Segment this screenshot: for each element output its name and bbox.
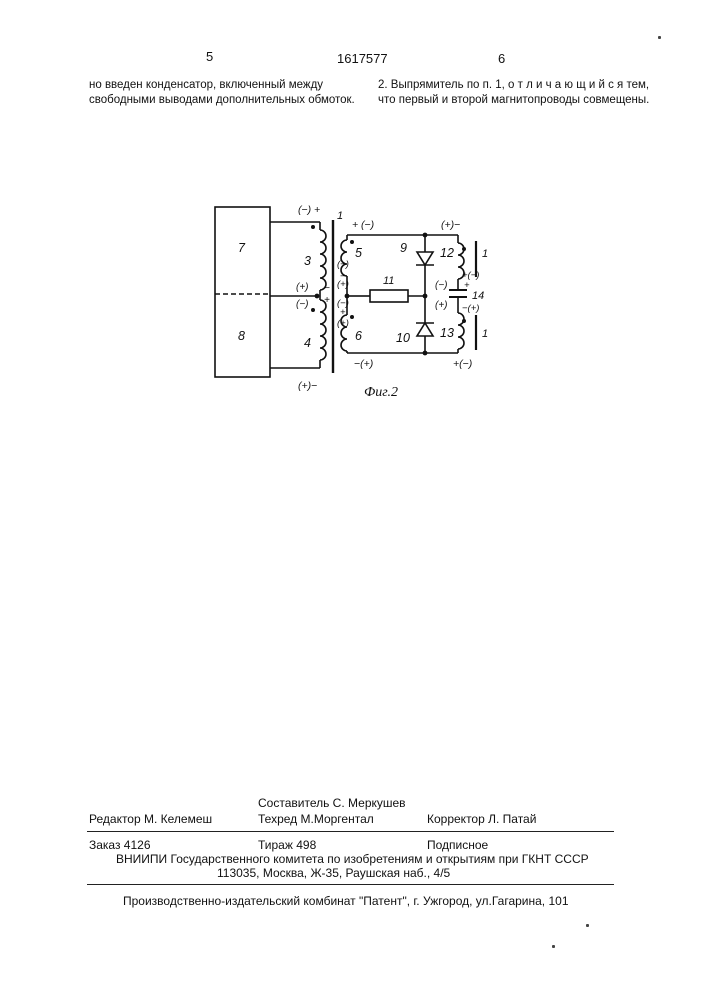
label-pol-mid-left-a: (+) [296,282,309,293]
label-pol-cap-a: (−) [435,280,448,291]
label-block-8: 8 [238,329,245,343]
label-cap-14: 14 [472,290,484,302]
diode-10 [417,323,433,336]
winding-4 [320,300,326,360]
label-diode-10: 10 [396,331,410,345]
label-pol-mid-left-b: (−) [296,299,309,310]
right-column-text: 2. Выпрямитель по п. 1, о т л и ч а ю щ … [378,78,653,108]
label-block-7: 7 [238,241,246,255]
figure-caption: Фиг.2 [364,385,398,401]
label-diode-9: 9 [400,241,407,255]
right-page-number: 6 [498,51,505,66]
label-pol-mid-right-a: − [324,283,330,294]
colophon-techred: Техред М.Моргентал [258,812,374,826]
label-pol-cap-c: + [464,280,470,291]
label-pol-cap-e: −(+) [462,303,479,314]
label-pol-5-c: (+) [337,279,349,290]
colophon-divider-bottom [87,884,614,885]
label-pol-cap-d: (+) [435,300,448,311]
colophon-address: 113035, Москва, Ж-35, Раушская наб., 4/5 [217,866,450,880]
label-winding-4: 4 [304,336,311,350]
label-pol-bottom-mid: −(+) [354,358,373,370]
label-pol-5-a: (−) [337,259,349,270]
scan-speck [552,945,555,948]
label-pol-6-b: + [340,307,346,318]
label-pol-top-right: (+)− [441,219,460,231]
label-core-1-right-top: 1 [482,248,488,260]
colophon-divider-top [87,831,614,832]
label-winding-13: 13 [440,326,454,340]
left-page-number: 5 [206,49,213,64]
label-pol-6-c: (+) [337,318,349,329]
colophon-institute: ВНИИПИ Государственного комитета по изоб… [116,852,589,866]
colophon-compiler: Составитель С. Меркушев [258,796,406,810]
label-pol-top-mid: + (−) [352,219,374,231]
label-winding-6: 6 [355,329,362,343]
patent-number: 1617577 [337,51,388,66]
colophon-order: Заказ 4126 [89,838,151,852]
circuit-diagram: 7 8 (−) + 1 3 (+) (−) − + 4 (+)− + (−) 5… [200,195,520,410]
left-column-text: но введен конденсатор, включенный между … [89,78,359,108]
scan-speck [586,924,589,927]
label-winding-3: 3 [304,254,311,268]
colophon-subscription: Подписное [427,838,488,852]
resistor-11 [370,290,408,302]
label-resistor-11: 11 [383,275,394,287]
colophon-corrector: Корректор Л. Патай [427,812,536,826]
label-pol-top-left: (−) + [298,204,320,216]
label-winding-12: 12 [440,246,454,260]
colophon-publisher: Производственно-издательский комбинат "П… [123,894,569,908]
colophon-circulation: Тираж 498 [258,838,316,852]
colophon-editor: Редактор М. Келемеш [89,812,212,826]
winding-13 [458,313,464,349]
winding-3 [320,230,326,290]
block-7-8 [215,207,270,377]
label-core-1-top: 1 [337,210,343,222]
label-pol-bottom-left: (+)− [298,380,317,392]
label-pol-bottom-right: +(−) [453,358,472,370]
label-winding-5: 5 [355,246,362,260]
label-core-1-right-bottom: 1 [482,328,488,340]
label-pol-mid-right-b: + [324,295,330,306]
diode-9 [417,252,433,265]
scan-speck [658,36,661,39]
